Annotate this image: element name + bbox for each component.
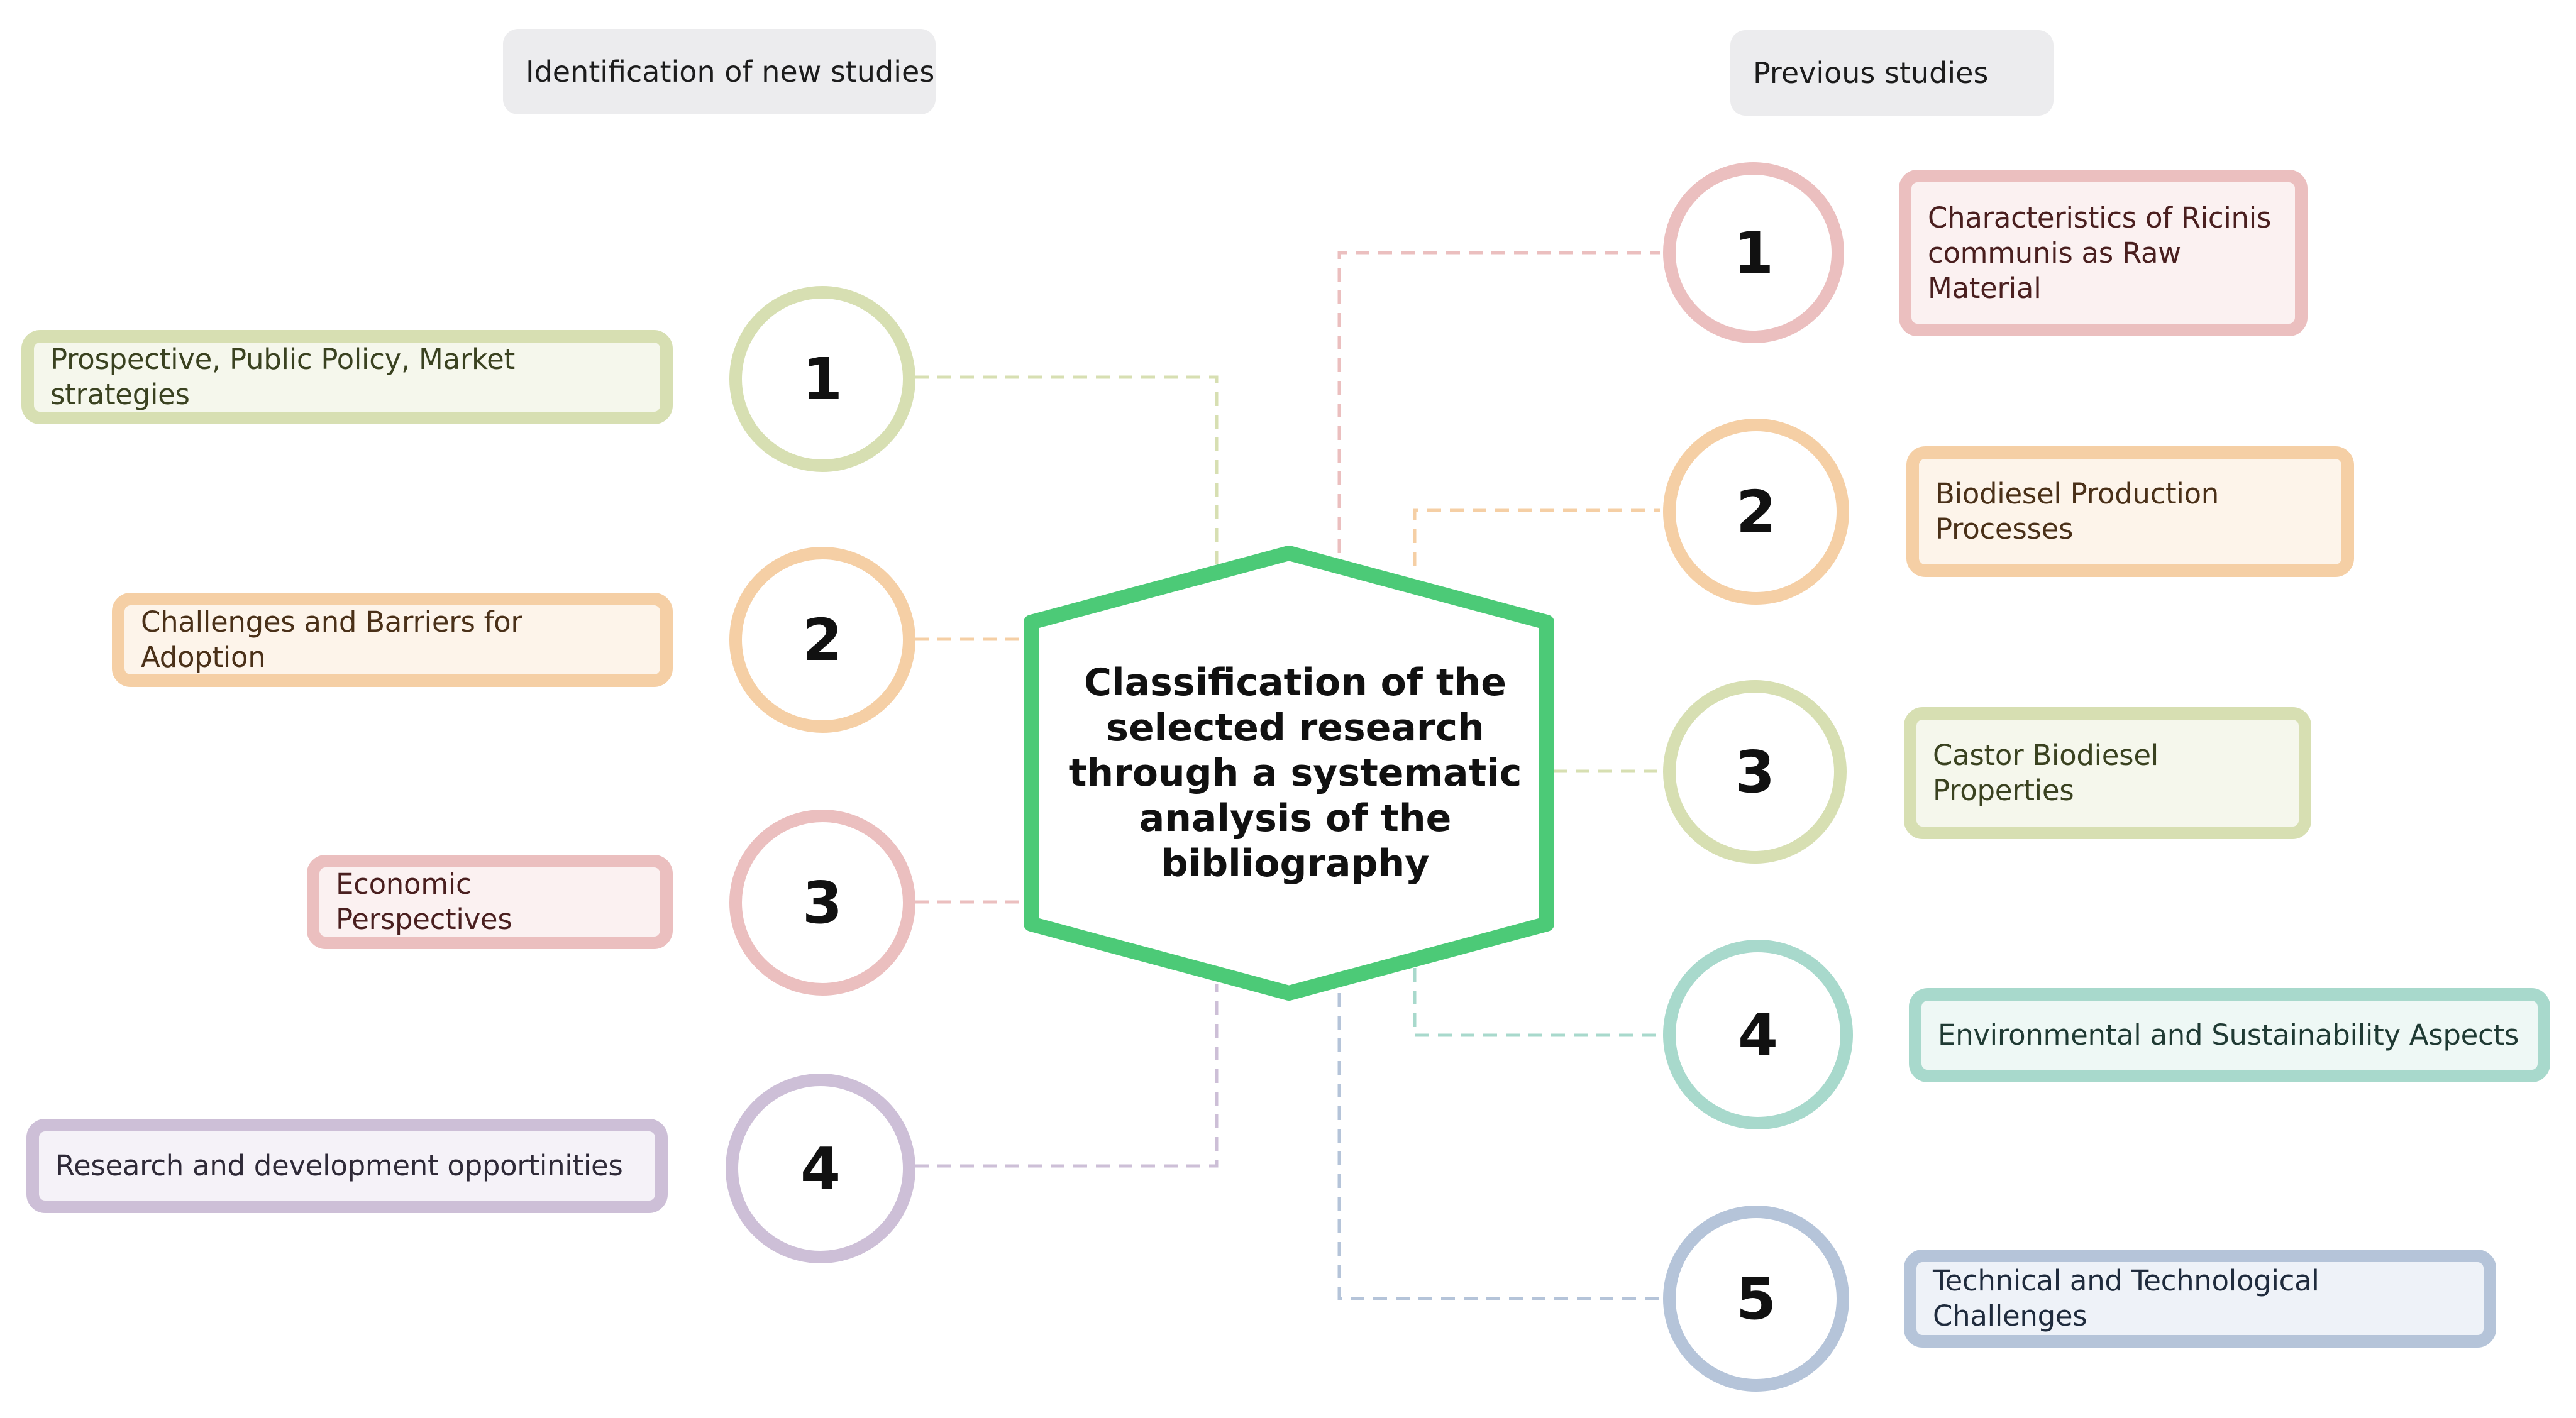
header-previous-studies: Previous studies (1730, 30, 2054, 116)
connector-prev-1 (1337, 251, 1660, 553)
header-new-studies: Identification of new studies (503, 29, 936, 114)
connector-prev-2 (1413, 508, 1660, 566)
connector-new-4 (915, 984, 1219, 1168)
previous-study-1-box: Characteristics of Ricinis communis as R… (1899, 170, 2308, 336)
new-study-1-label: Prospective, Public Policy, Market strat… (50, 343, 515, 411)
new-study-4-label: Research and development opportinities (55, 1149, 623, 1182)
previous-study-4-box: Environmental and Sustainability Aspects (1909, 988, 2550, 1082)
new-study-2-label: Challenges and Barriers for Adoption (141, 605, 522, 674)
connector-prev-4 (1413, 968, 1660, 1037)
connector-prev-5 (1337, 993, 1660, 1300)
center-label: Classification of the selected research … (1068, 661, 1522, 886)
header-new-studies-label: Identification of new studies (526, 55, 935, 89)
new-study-4-badge: 4 (726, 1074, 915, 1263)
previous-study-3-badge: 3 (1663, 680, 1847, 864)
header-previous-studies-label: Previous studies (1753, 56, 1989, 90)
new-study-2-badge: 2 (729, 547, 915, 733)
new-study-3-label: Economic Perspectives (336, 867, 512, 936)
connector-new-1 (915, 375, 1219, 629)
new-study-3-box: Economic Perspectives (307, 855, 673, 949)
new-study-4-box: Research and development opportinities (26, 1119, 668, 1213)
previous-study-5-box: Technical and Technological Challenges (1904, 1250, 2496, 1348)
previous-study-5-label: Technical and Technological Challenges (1933, 1264, 2319, 1333)
new-study-3-badge: 3 (729, 810, 915, 996)
previous-study-1-badge: 1 (1663, 162, 1844, 343)
previous-study-3-box: Castor Biodiesel Properties (1904, 707, 2311, 839)
previous-study-4-badge: 4 (1663, 940, 1853, 1129)
new-study-1-box: Prospective, Public Policy, Market strat… (21, 330, 673, 424)
previous-study-2-label: Biodiesel Production Processes (1935, 477, 2219, 546)
previous-study-4-label: Environmental and Sustainability Aspects (1938, 1018, 2519, 1052)
center-hexagon (1024, 546, 1554, 1001)
new-study-2-box: Challenges and Barriers for Adoption (112, 593, 673, 687)
new-study-1-badge: 1 (729, 286, 915, 472)
previous-study-1-label: Characteristics of Ricinis communis as R… (1928, 201, 2272, 305)
previous-study-2-badge: 2 (1663, 419, 1849, 605)
previous-study-3-label: Castor Biodiesel Properties (1933, 739, 2159, 807)
previous-study-5-badge: 5 (1663, 1206, 1849, 1392)
previous-study-2-box: Biodiesel Production Processes (1906, 446, 2354, 577)
